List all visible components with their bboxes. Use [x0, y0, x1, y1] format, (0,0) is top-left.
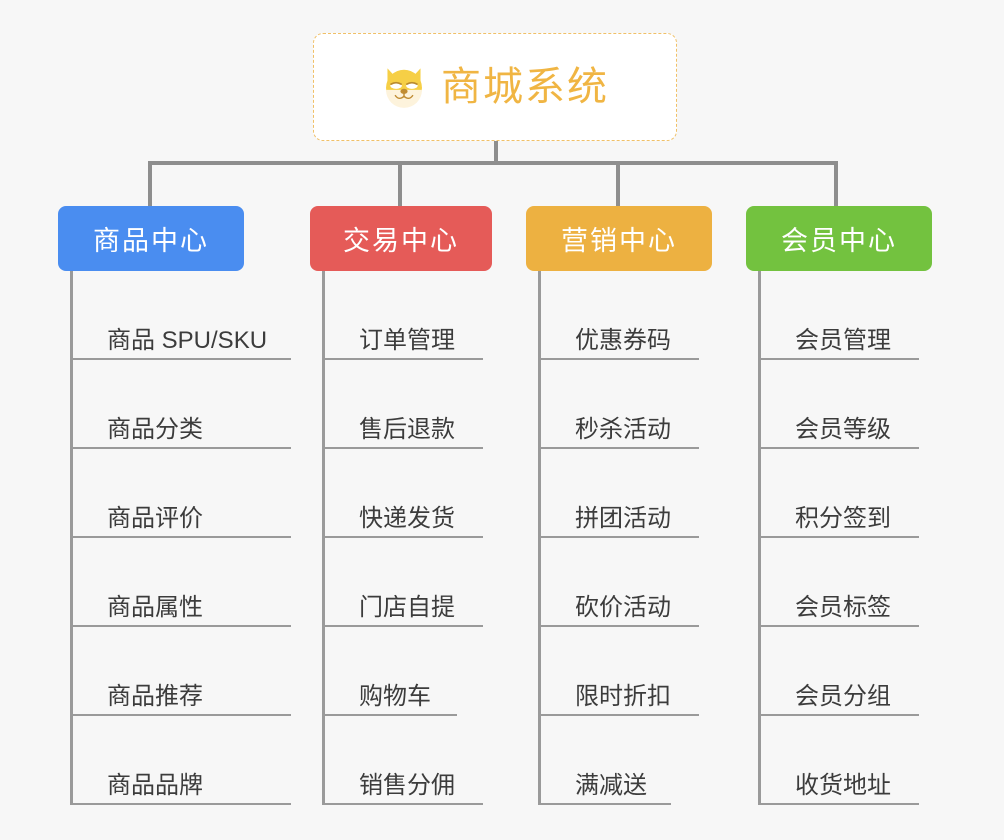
leaf-label: 会员分组 — [795, 682, 891, 710]
branch-header-label-4: 会员中心 — [781, 226, 897, 256]
leaf-label: 商品属性 — [107, 593, 203, 621]
leaf-label: 限时折扣 — [575, 682, 671, 710]
leaf-item[interactable]: 积分签到 — [761, 449, 919, 538]
leaf-label: 会员等级 — [795, 415, 891, 443]
leaf-item[interactable]: 门店自提 — [325, 538, 483, 627]
connector-drop-1 — [148, 161, 152, 206]
leaf-item[interactable]: 会员等级 — [761, 360, 919, 449]
leaf-item[interactable]: 优惠券码 — [541, 271, 699, 360]
leaf-label: 订单管理 — [359, 326, 455, 354]
leaf-label: 商品品牌 — [107, 771, 203, 799]
leaf-item[interactable]: 商品属性 — [73, 538, 291, 627]
branch-交易中心: 交易中心 订单管理 售后退款 快递发货 门店自提 购物车 销售分佣 — [310, 206, 492, 805]
leaf-label: 优惠券码 — [575, 326, 671, 354]
branch-header-label-2: 交易中心 — [343, 226, 459, 256]
leaf-item[interactable]: 订单管理 — [325, 271, 483, 360]
leaf-label: 积分签到 — [795, 504, 891, 532]
leaf-item[interactable]: 满减送 — [541, 716, 671, 805]
connector-drop-4 — [834, 161, 838, 206]
leaf-item[interactable]: 销售分佣 — [325, 716, 483, 805]
leaf-item[interactable]: 收货地址 — [761, 716, 919, 805]
leaf-label: 满减送 — [575, 771, 647, 799]
branch-header-label-1: 商品中心 — [93, 226, 209, 256]
branch-营销中心: 营销中心 优惠券码 秒杀活动 拼团活动 砍价活动 限时折扣 满减送 — [526, 206, 712, 805]
connector-drop-2 — [398, 161, 402, 206]
leaf-label: 秒杀活动 — [575, 415, 671, 443]
branch-商品中心: 商品中心 商品 SPU/SKU 商品分类 商品评价 商品属性 商品推荐 商品品牌 — [58, 206, 291, 805]
leaf-label: 商品推荐 — [107, 682, 203, 710]
leaf-item[interactable]: 快递发货 — [325, 449, 483, 538]
leaf-label: 商品评价 — [107, 504, 203, 532]
leaf-label: 快递发货 — [359, 504, 455, 532]
leaf-item[interactable]: 限时折扣 — [541, 627, 699, 716]
leaf-list-2: 订单管理 售后退款 快递发货 门店自提 购物车 销售分佣 — [322, 271, 492, 805]
leaf-item[interactable]: 砍价活动 — [541, 538, 699, 627]
leaf-label: 会员标签 — [795, 593, 891, 621]
connector-drop-3 — [616, 161, 620, 206]
leaf-item[interactable]: 会员管理 — [761, 271, 919, 360]
connector-root-stem — [494, 141, 498, 165]
leaf-item[interactable]: 会员分组 — [761, 627, 919, 716]
leaf-item[interactable]: 商品评价 — [73, 449, 291, 538]
leaf-item[interactable]: 商品推荐 — [73, 627, 291, 716]
leaf-item[interactable]: 商品品牌 — [73, 716, 291, 805]
leaf-label: 收货地址 — [795, 771, 891, 799]
leaf-label: 砍价活动 — [575, 593, 671, 621]
leaf-label: 购物车 — [359, 682, 431, 710]
branch-header-1[interactable]: 商品中心 — [58, 206, 244, 271]
branch-header-4[interactable]: 会员中心 — [746, 206, 932, 271]
branch-header-3[interactable]: 营销中心 — [526, 206, 712, 271]
leaf-label: 商品分类 — [107, 415, 203, 443]
leaf-item[interactable]: 秒杀活动 — [541, 360, 699, 449]
leaf-item[interactable]: 会员标签 — [761, 538, 919, 627]
leaf-label: 会员管理 — [795, 326, 891, 354]
leaf-item[interactable]: 售后退款 — [325, 360, 483, 449]
leaf-item[interactable]: 商品 SPU/SKU — [73, 271, 291, 360]
root-title: 商城系统 — [441, 65, 609, 109]
leaf-label: 销售分佣 — [359, 771, 455, 799]
leaf-label: 拼团活动 — [575, 504, 671, 532]
leaf-label: 商品 SPU/SKU — [107, 326, 268, 354]
branch-header-2[interactable]: 交易中心 — [310, 206, 492, 271]
leaf-item[interactable]: 拼团活动 — [541, 449, 699, 538]
dog-face-icon — [386, 68, 422, 108]
branch-header-label-3: 营销中心 — [561, 226, 677, 256]
leaf-list-4: 会员管理 会员等级 积分签到 会员标签 会员分组 收货地址 — [758, 271, 932, 805]
leaf-item[interactable]: 购物车 — [325, 627, 457, 716]
leaf-item[interactable]: 商品分类 — [73, 360, 291, 449]
branch-会员中心: 会员中心 会员管理 会员等级 积分签到 会员标签 会员分组 收货地址 — [746, 206, 932, 805]
leaf-label: 门店自提 — [359, 593, 455, 621]
leaf-list-3: 优惠券码 秒杀活动 拼团活动 砍价活动 限时折扣 满减送 — [538, 271, 712, 805]
leaf-list-1: 商品 SPU/SKU 商品分类 商品评价 商品属性 商品推荐 商品品牌 — [70, 271, 291, 805]
leaf-label: 售后退款 — [359, 415, 455, 443]
root-node[interactable]: 商城系统 — [313, 33, 677, 141]
connector-horizontal-bus — [148, 161, 838, 165]
